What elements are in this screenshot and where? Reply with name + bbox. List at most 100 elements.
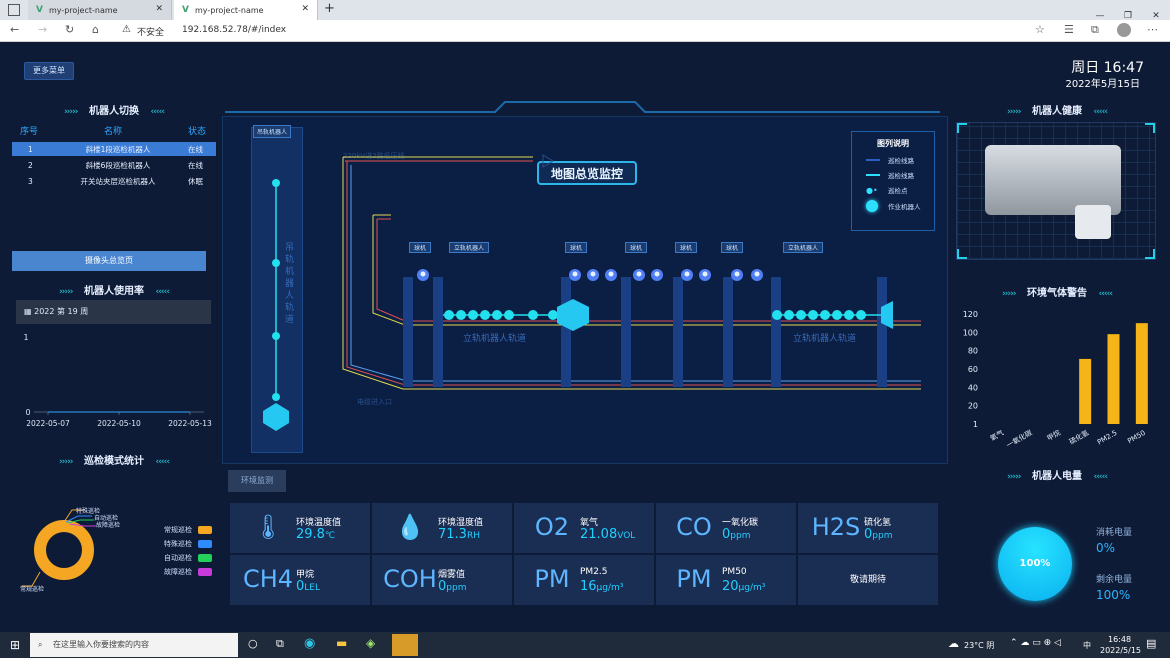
close-icon[interactable]: ✕ — [301, 4, 309, 14]
app-icon[interactable]: ◈ — [366, 636, 376, 650]
row-status: 在线 — [188, 160, 203, 170]
metric-value: 0ppm — [438, 579, 467, 594]
more-icon[interactable]: ⋯ — [1147, 23, 1158, 36]
rail-point — [480, 310, 490, 320]
chevrons-left-icon: ››››› — [63, 107, 79, 117]
env-tab[interactable]: 环境监测 — [228, 470, 286, 492]
y-tick-label: 1 — [23, 333, 28, 342]
tray-icons[interactable]: ⌃ ☁ ▭ ⊕ ◁ — [1010, 638, 1061, 648]
new-tab-button[interactable]: + — [324, 1, 335, 16]
legend-item[interactable]: 特殊巡检 — [164, 537, 212, 551]
taskbar-search[interactable]: ⌕ 在这里输入你要搜索的内容 — [30, 633, 238, 657]
left-value: 100% — [1096, 588, 1131, 602]
rail-point — [772, 310, 782, 320]
rail-point — [504, 310, 514, 320]
security-label: 不安全 — [137, 28, 165, 38]
y-tick-label: 120 — [963, 310, 978, 319]
bar — [1079, 358, 1092, 424]
metric-unit: μg/m³ — [738, 583, 766, 593]
close-window-icon[interactable]: ✕ — [1152, 11, 1160, 21]
extensions-icon[interactable]: ⧉ — [1091, 23, 1099, 36]
legend-item[interactable]: 自动巡检 — [164, 551, 212, 565]
camera-lens — [654, 271, 660, 277]
browser-tab-1[interactable]: V my-project-name ✕ — [28, 0, 172, 20]
row-name: 开关站夹层巡检机器人 — [80, 176, 156, 186]
restore-icon[interactable]: ❐ — [1123, 11, 1133, 21]
pie-callout: 常规巡检 — [20, 586, 45, 593]
tray-time[interactable]: 16:48 — [1108, 635, 1132, 644]
profile-avatar[interactable] — [1117, 23, 1131, 37]
corner-bracket — [957, 123, 967, 133]
app-icon[interactable] — [392, 634, 418, 656]
hang-robot-icon — [263, 403, 289, 431]
chevrons-left-icon: ››››› — [58, 457, 74, 467]
row-status: 休眠 — [188, 176, 203, 186]
explorer-icon[interactable]: ▬ — [336, 636, 348, 650]
reload-icon[interactable]: ↻ — [65, 23, 75, 36]
browser-tab-2[interactable]: V my-project-name ✕ — [174, 0, 318, 20]
tray-date[interactable]: 2022/5/15 — [1100, 646, 1142, 655]
task-view-icon[interactable]: ⧉ — [276, 637, 284, 650]
forward-icon[interactable]: → — [38, 23, 48, 36]
weekday-time: 周日 16:47 — [1071, 60, 1144, 76]
legend-item[interactable]: 常规巡检 — [164, 523, 212, 537]
y-tick-label: 80 — [968, 347, 978, 356]
weather-text: 23°C 阴 — [964, 641, 995, 650]
metric-name: 氧气 — [580, 518, 599, 528]
metric-name: 一氧化碳 — [722, 518, 759, 528]
vue-logo-icon: V — [182, 5, 189, 15]
ime-indicator[interactable]: 中 — [1083, 641, 1091, 650]
windows-start-icon[interactable]: ⊞ — [10, 638, 21, 652]
legend-item[interactable]: 故障巡检 — [164, 565, 212, 579]
chevrons-right-icon: ‹‹‹‹‹ — [1093, 107, 1108, 117]
week-picker[interactable]: ▦ 2022 第 19 周 — [16, 300, 211, 324]
pie-callout: 故障巡检 — [96, 522, 121, 529]
rail-point — [272, 332, 280, 340]
metric-unit: ppm — [872, 531, 893, 541]
url-field[interactable]: 192.168.52.78/#/index — [182, 25, 287, 35]
pie-slice-regular — [34, 520, 94, 580]
favorite-icon[interactable]: ☆ — [1035, 23, 1045, 36]
metric-symbol: H2S — [811, 513, 861, 541]
more-menu-button[interactable]: 更多菜单 — [24, 62, 74, 80]
home-icon[interactable]: ⌂ — [92, 23, 99, 36]
rail-point — [272, 259, 280, 267]
table-row[interactable]: 3 开关站夹层巡检机器人 休眠 — [12, 174, 216, 188]
notification-icon[interactable]: ▤ — [1146, 637, 1157, 650]
camera-overview-button[interactable]: 摄像头总览页 — [12, 251, 206, 271]
window-menu-icon[interactable] — [8, 4, 20, 16]
search-placeholder: 在这里输入你要搜索的内容 — [53, 640, 150, 649]
corner-bracket — [957, 249, 967, 259]
minimize-icon[interactable]: — — [1095, 11, 1105, 21]
hang-rail-tag: 吊轨机器人 — [253, 125, 292, 138]
column-header-name: 名称 — [104, 127, 123, 137]
rail-label: 立轨机器人轨道 — [463, 334, 527, 344]
panel-header: ››››› 机器人使用率 ‹‹‹‹‹ — [12, 282, 216, 297]
camera-lens — [754, 271, 760, 277]
edge-icon[interactable]: ◉ — [304, 636, 316, 651]
legend-item: 作业机器人 — [866, 199, 934, 213]
used-label: 消耗电量 — [1096, 528, 1133, 538]
close-icon[interactable]: ✕ — [155, 4, 163, 14]
map-wires — [342, 154, 921, 390]
back-icon[interactable]: ← — [10, 23, 20, 36]
y-tick-label: 20 — [968, 402, 978, 411]
pie-callout: 特殊巡检 — [76, 508, 101, 515]
y-tick-label: 40 — [968, 383, 978, 392]
cortana-icon[interactable]: ○ — [248, 637, 258, 650]
metric-name: 硫化氢 — [864, 518, 892, 528]
table-row[interactable]: 1 斜楼1段巡检机器人 在线 — [12, 142, 216, 156]
camera-lens — [420, 271, 426, 277]
panel-title: 机器人健康 — [1032, 106, 1082, 117]
metric-unit: μg/m³ — [596, 583, 624, 593]
pillar — [433, 277, 443, 387]
metric-unit: ppm — [730, 531, 751, 541]
collections-icon[interactable]: ☰ — [1064, 23, 1074, 36]
vue-logo-icon: V — [36, 5, 43, 15]
table-row[interactable]: 2 斜楼6段巡检机器人 在线 — [12, 158, 216, 172]
legend-label: 巡检线路 — [888, 172, 914, 180]
pending-text: 敬请期待 — [849, 575, 886, 585]
metric-value: 20μg/m³ — [722, 579, 766, 594]
